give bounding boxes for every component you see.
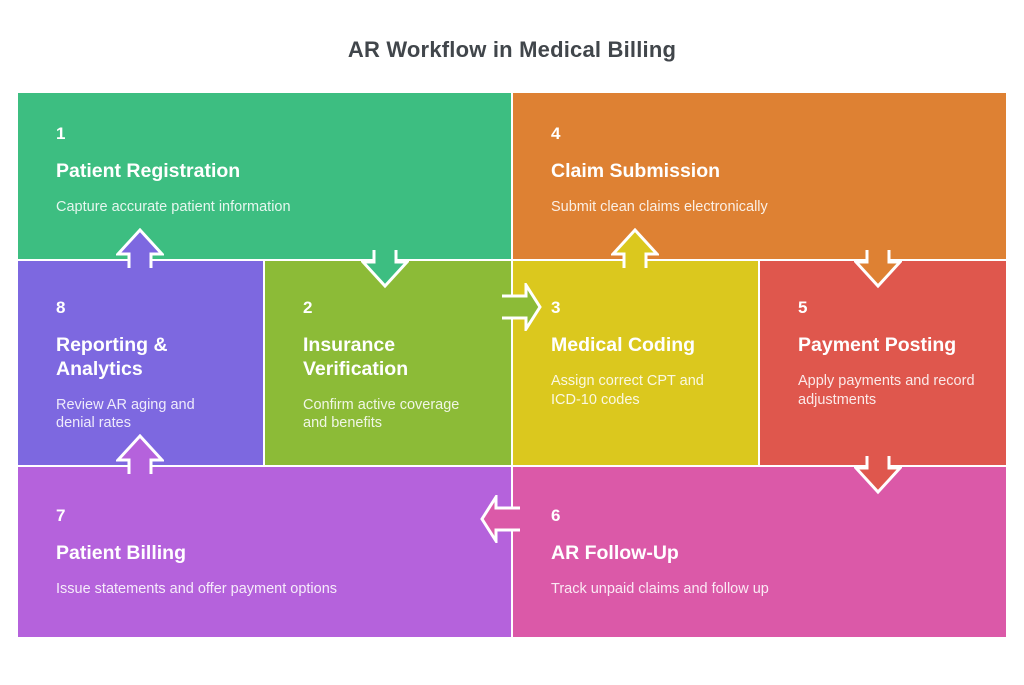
step-number: 5 bbox=[798, 298, 808, 317]
step-title: Insurance Verification bbox=[303, 334, 409, 380]
step-description: Apply payments and record adjustments bbox=[798, 372, 975, 408]
step-block-claim-submission: 4 Claim Submission Submit clean claims e… bbox=[513, 93, 1006, 259]
step-block-patient-billing: 7 Patient Billing Issue statements and o… bbox=[18, 467, 511, 637]
step-description: Review AR aging and denial rates bbox=[56, 396, 195, 432]
step-number: 1 bbox=[56, 124, 66, 143]
step-block-patient-registration: 1 Patient Registration Capture accurate … bbox=[18, 93, 511, 259]
step-title: Patient Registration bbox=[56, 160, 241, 182]
step-block-ar-follow-up: 6 AR Follow-Up Track unpaid claims and f… bbox=[513, 467, 1006, 637]
step-description: Submit clean claims electronically bbox=[551, 198, 768, 215]
step-title: Claim Submission bbox=[551, 160, 721, 182]
step-block-insurance-verification: 2 Insurance Verification Confirm active … bbox=[265, 261, 511, 465]
step-title: AR Follow-Up bbox=[551, 542, 679, 564]
step-title: Medical Coding bbox=[551, 334, 696, 356]
step-block-payment-posting: 5 Payment Posting Apply payments and rec… bbox=[760, 261, 1006, 465]
step-description: Track unpaid claims and follow up bbox=[551, 580, 769, 597]
step-number: 6 bbox=[551, 506, 561, 525]
step-number: 8 bbox=[56, 298, 66, 317]
step-title: Payment Posting bbox=[798, 334, 957, 356]
page-title: AR Workflow in Medical Billing bbox=[347, 37, 677, 62]
step-number: 7 bbox=[56, 506, 66, 525]
step-block-reporting-analytics: 8 Reporting & Analytics Review AR aging … bbox=[18, 261, 263, 465]
step-number: 4 bbox=[551, 124, 561, 143]
step-title: Patient Billing bbox=[56, 542, 187, 564]
step-title: Reporting & Analytics bbox=[56, 334, 168, 380]
step-number: 3 bbox=[551, 298, 561, 317]
step-description: Capture accurate patient information bbox=[56, 198, 291, 215]
step-block-medical-coding: 3 Medical Coding Assign correct CPT and … bbox=[513, 261, 758, 465]
step-description: Confirm active coverage and benefits bbox=[303, 396, 460, 432]
step-description: Issue statements and offer payment optio… bbox=[56, 580, 338, 597]
step-description: Assign correct CPT and ICD-10 codes bbox=[551, 372, 704, 408]
step-number: 2 bbox=[303, 298, 313, 317]
